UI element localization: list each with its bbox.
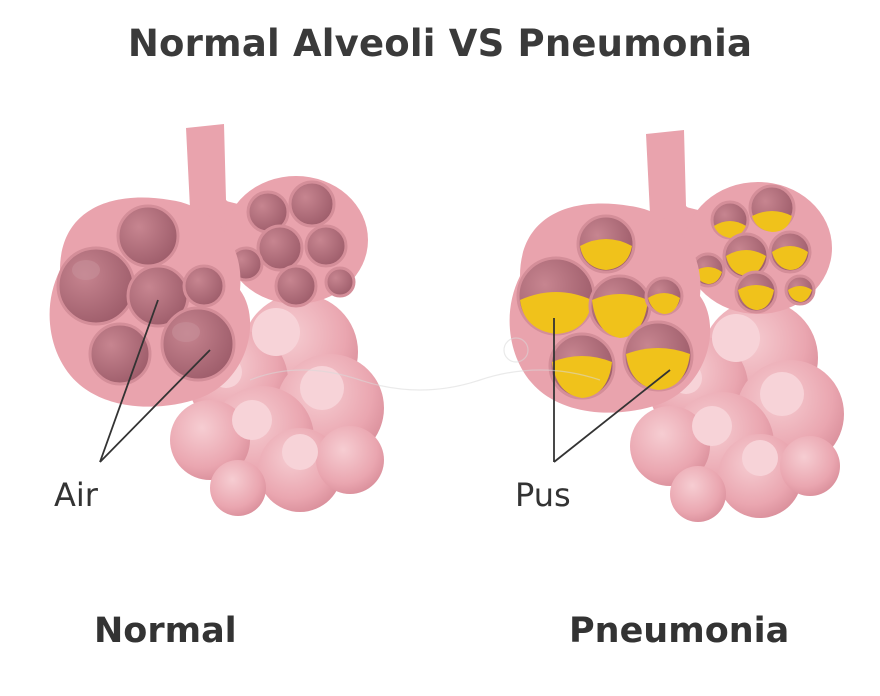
normal-alveolar-sac-upper [224, 176, 368, 308]
normal-airspace [56, 246, 136, 326]
pus-deposit [552, 356, 612, 398]
diagram-title: Normal Alveoli VS Pneumonia [127, 22, 753, 65]
pus-deposit [520, 292, 592, 334]
normal-airspace [116, 204, 180, 268]
normal-alveolar-sac-main [49, 197, 251, 407]
normal-airspace [88, 322, 152, 386]
pus-deposit [648, 293, 680, 314]
pneumonia-alveolar-sac-main [509, 203, 711, 413]
pus-label: Pus [515, 476, 571, 514]
normal-airspace [160, 306, 236, 382]
pus-deposit [626, 348, 690, 390]
pneumonia-caption: Pneumonia [569, 611, 790, 651]
air-label: Air [54, 476, 98, 514]
pneumonia-alveolar-sac-upper [684, 182, 832, 314]
normal-airspace [182, 264, 226, 308]
pus-deposit [592, 294, 648, 338]
air-pointer-lines [99, 299, 211, 463]
watermark [249, 337, 601, 391]
pneumonia-alveoli [509, 130, 844, 522]
pus-deposit [580, 239, 632, 270]
pus-pointer-lines [553, 318, 671, 463]
normal-lobule-cluster [170, 294, 384, 516]
normal-caption: Normal [94, 611, 237, 651]
normal-alveoli [49, 124, 384, 516]
